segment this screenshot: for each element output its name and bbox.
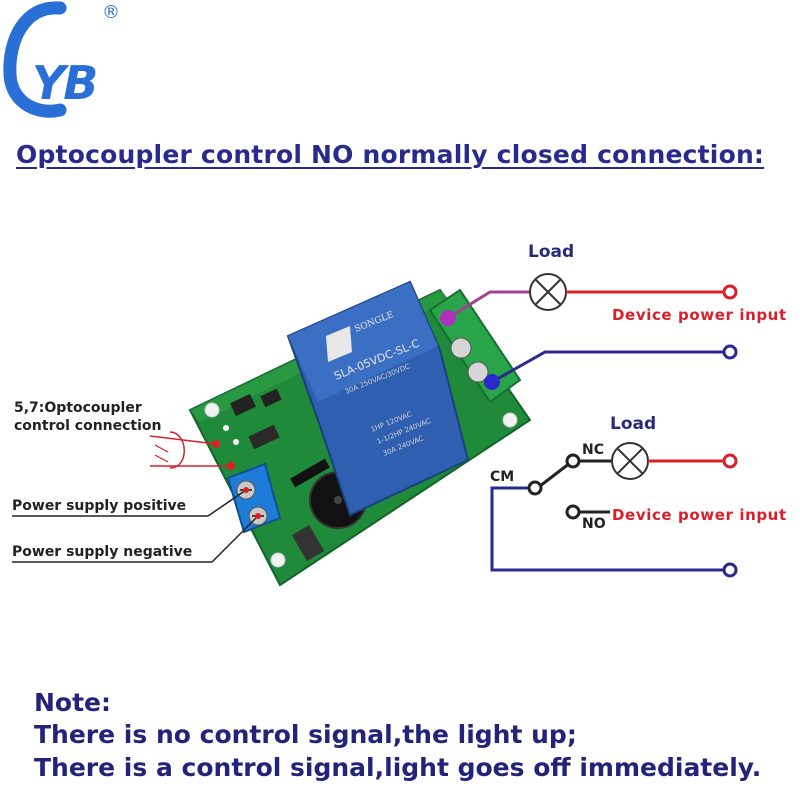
switch-nc-contact [565,453,581,469]
registered-mark: ® [102,2,120,23]
wire-cm-blue [490,486,724,572]
chip [230,394,256,416]
pointer-opto [149,435,217,445]
terminal-screw [467,361,489,383]
terminal-dot-blue [484,374,500,390]
transistor [291,525,325,561]
pin-dot [233,439,239,445]
optocoupler-chip [248,424,280,450]
pointer-dot-positive [243,487,249,493]
chip [260,388,282,408]
buzzer-hole [334,496,342,504]
opto-arrow [154,454,169,463]
terminal-end-red-bottom [722,453,738,469]
relay-logo [326,326,352,362]
page-title: Optocoupler control NO normally closed c… [16,140,765,169]
mount-hole [204,402,220,418]
diode [290,458,330,488]
pointer-dot-negative [255,513,261,519]
terminal-screw [450,337,472,359]
optocoupler-label-line1: 5,7:Optocoupler [14,400,142,416]
logo-text: YB [32,56,98,110]
wire-purple [447,290,530,320]
terminal-end-blue-bottom [722,562,738,578]
switch-no-contact [565,504,581,520]
mount-hole [502,412,518,428]
mount-hole [270,552,286,568]
pin-pointers [12,431,261,563]
opto-arrow [154,444,169,453]
power-negative-label: Power supply negative [12,544,193,560]
note-heading: Note: [34,688,112,717]
relay-top [288,282,438,402]
terminal-dot-purple [440,310,456,326]
wire-blue [491,350,724,384]
relay: SONGLE SLA-05VDC-SL-C 30A 250VAC/30VDC 1… [286,280,470,517]
note-line-1: There is no control signal,the light up; [34,720,577,749]
pin-dot [223,425,229,431]
power-positive-label: Power supply positive [12,498,187,514]
note-line-2: There is a control signal,light goes off… [34,753,762,782]
opto-arc [169,431,185,469]
nc-label: NC [582,442,604,458]
device-power-label-bottom: Device power input [612,506,787,524]
brand-logo: ® YB [0,0,130,120]
cm-label: CM [490,469,515,485]
pointer-negative [211,515,259,563]
optocoupler-label-line2: control connection [14,418,162,434]
switch-arm [539,461,571,488]
terminal-end-blue [722,344,738,360]
load-label-bottom: Load [610,414,657,434]
bottom-circuit [490,442,738,578]
pointer-positive [207,489,247,517]
top-circuit [440,273,738,390]
logo-graphic: ® [3,1,120,118]
device-power-label-top: Device power input [612,306,787,324]
terminal-end-red [722,284,738,300]
switch-cm-contact [527,480,543,496]
load-label-top: Load [528,242,575,262]
no-label: NO [582,516,606,532]
